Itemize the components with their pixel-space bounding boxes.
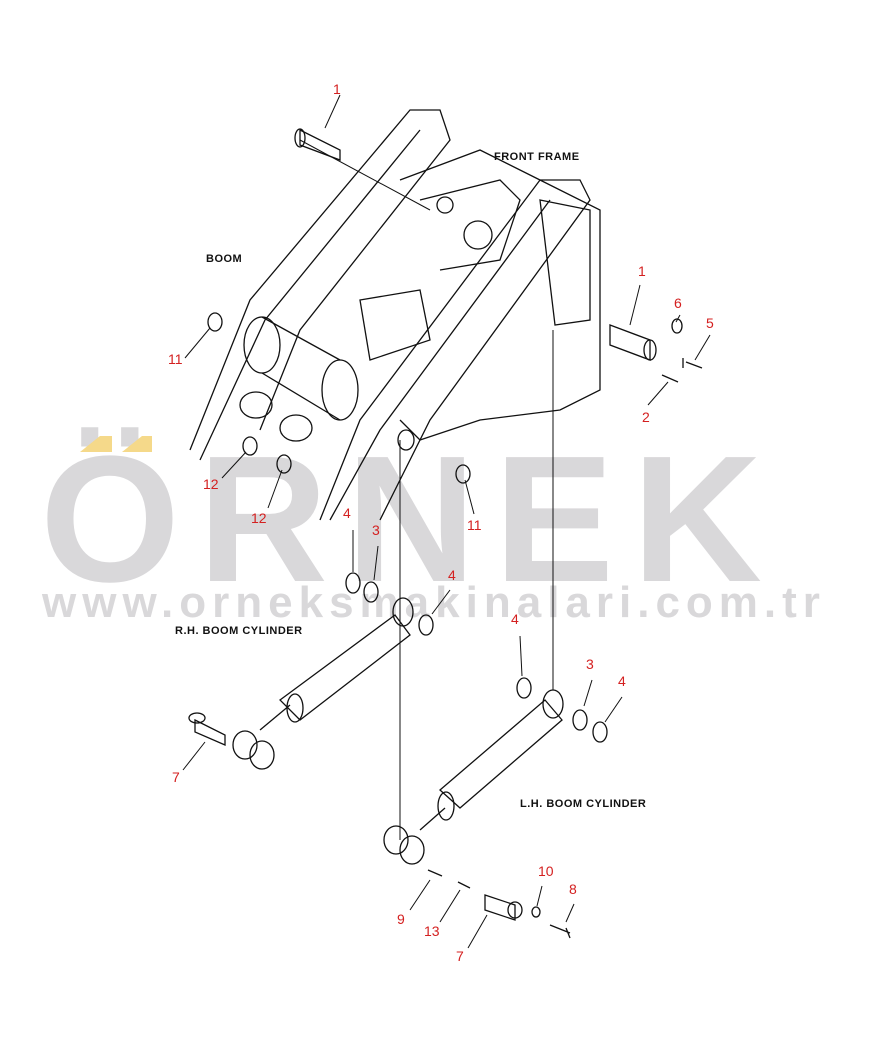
callout-2: 2 — [642, 409, 650, 425]
bolts-and-fittings — [427, 358, 703, 939]
label-front-frame: FRONT FRAME — [494, 151, 580, 163]
assembly-lines — [182, 94, 711, 949]
callout-12: 12 — [251, 510, 267, 526]
callout-13: 13 — [424, 923, 440, 939]
callout-3: 3 — [586, 656, 594, 672]
callout-4: 4 — [618, 673, 626, 689]
boom-cross-tube — [239, 316, 359, 442]
lh-boom-cylinder — [383, 689, 564, 865]
callout-8: 8 — [569, 881, 577, 897]
callout-5: 5 — [706, 315, 714, 331]
watermark-logo: ÖRNEK — [40, 419, 781, 620]
callout-12: 12 — [203, 476, 219, 492]
front-frame — [359, 149, 601, 441]
callout-3: 3 — [372, 522, 380, 538]
boom-arms — [189, 109, 591, 521]
callout-7: 7 — [456, 948, 464, 964]
callout-1: 1 — [333, 81, 341, 97]
callout-4: 4 — [343, 505, 351, 521]
callout-1: 1 — [638, 263, 646, 279]
callout-4: 4 — [511, 611, 519, 627]
callout-9: 9 — [397, 911, 405, 927]
callout-7: 7 — [172, 769, 180, 785]
callout-4: 4 — [448, 567, 456, 583]
washers-and-rings — [207, 312, 683, 918]
umlaut-accents — [80, 436, 152, 452]
label-rh-boom-cylinder: R.H. BOOM CYLINDER — [175, 625, 303, 637]
callout-10: 10 — [538, 863, 554, 879]
label-boom: BOOM — [206, 253, 243, 265]
label-lh-boom-cylinder: L.H. BOOM CYLINDER — [520, 798, 647, 810]
rh-boom-cylinder — [232, 597, 414, 770]
pins — [188, 128, 657, 921]
callout-11: 11 — [467, 517, 482, 533]
callout-6: 6 — [674, 295, 682, 311]
callout-11: 11 — [168, 351, 183, 367]
